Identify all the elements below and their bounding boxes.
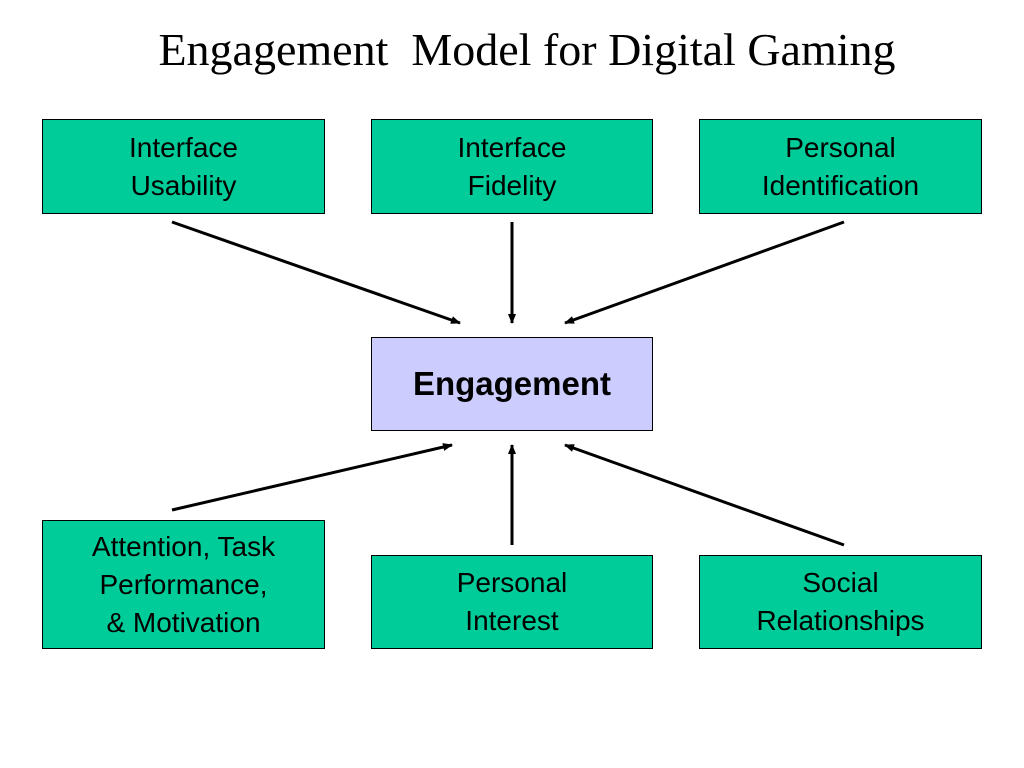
arrow-interface-usability-to-engagement <box>171 220 461 325</box>
factor-box-personal-identification: Personal Identification <box>699 119 982 214</box>
arrow-attention-to-engagement <box>171 443 453 512</box>
arrow-social-relationships-to-engagement <box>564 443 845 547</box>
factor-box-personal-interest: Personal Interest <box>371 555 653 649</box>
slide-title: Engagement Model for Digital Gaming <box>158 24 896 75</box>
arrow-personal-identification-to-engagement <box>564 220 845 325</box>
factor-box-attention-task-performance-motivation: Attention, Task Performance, & Motivatio… <box>42 520 325 649</box>
engagement-box: Engagement <box>371 337 653 431</box>
factor-box-interface-fidelity: Interface Fidelity <box>371 119 653 214</box>
factor-box-social-relationships: Social Relationships <box>699 555 982 649</box>
factor-box-interface-usability: Interface Usability <box>42 119 325 214</box>
